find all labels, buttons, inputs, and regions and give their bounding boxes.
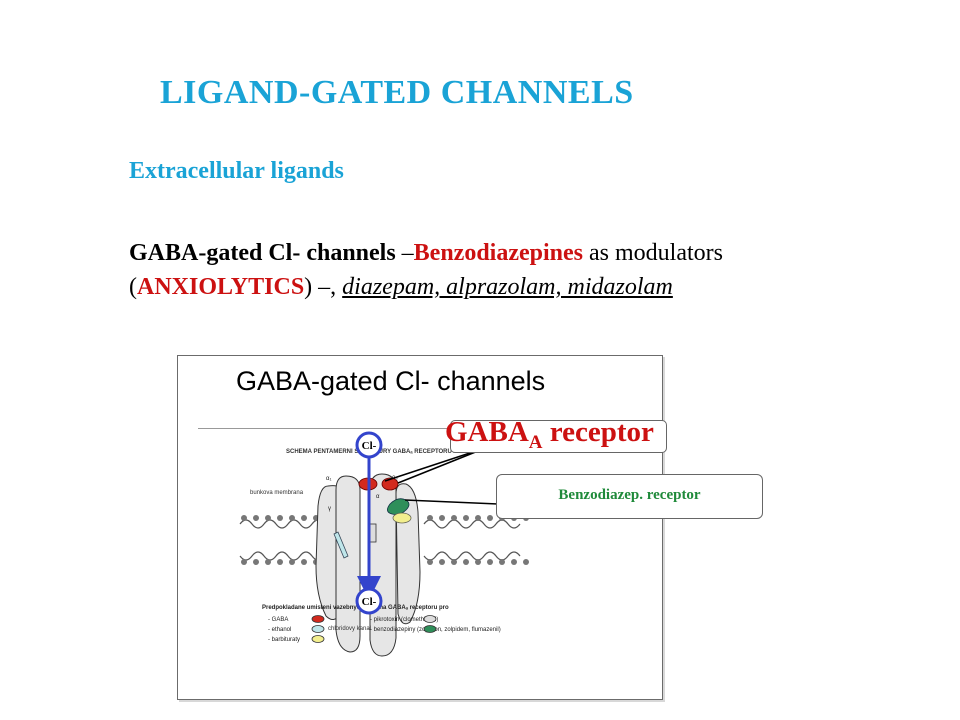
membrane-label: bunkova membrana (250, 490, 304, 496)
legend-title: Predpokladane umisteni vazebnych mist na… (262, 605, 449, 611)
receptor-diagram: SCHEMA PENTAMERNI STRUKTURY GABAₐ RECEPT… (239, 449, 530, 657)
drug-class: ANXIOLYTICS (137, 274, 305, 300)
dash-text: – (395, 240, 414, 266)
slide-subtitle: Extracellular ligands (129, 158, 344, 184)
legend-swatch-ethanol (311, 625, 325, 633)
gaba-site-right (381, 477, 399, 491)
slide-title: LIGAND-GATED CHANNELS (160, 74, 634, 111)
gaba-receptor-text: GABA (445, 416, 529, 448)
membrane-lipid-bilayer (239, 515, 529, 565)
figure-divider (198, 428, 638, 429)
subunit-label-alpha: α (376, 494, 380, 500)
picrotoxin-site (369, 523, 377, 543)
legend-item-ethanol: - ethanol (268, 627, 291, 633)
subunit-label-gamma: γ (328, 506, 331, 512)
drug-examples: diazepam, alprazolam, midazolam (342, 274, 673, 300)
gaba-receptor-suffix: receptor (542, 416, 654, 448)
legend-item-barbiturates: - barbituraty (268, 637, 300, 643)
gaba-receptor-subscript: A (528, 431, 543, 453)
legend-swatch-gaba (311, 615, 325, 623)
benzo-receptor-callout-box: Benzodiazep. receptor (496, 474, 763, 519)
ethanol-site (333, 531, 349, 559)
channel-name: GABA-gated Cl- channels (129, 240, 396, 266)
receptor-subunits (315, 473, 421, 657)
as-text: as modulators ( (129, 240, 723, 300)
gaba-receptor-callout-box (450, 420, 667, 453)
channel-label: chloridovy kanal (328, 626, 371, 632)
gaba-site-left (358, 477, 378, 491)
gaba-receptor-callout: GABAA receptor (445, 416, 654, 454)
figure-title: GABA-gated Cl- channels (236, 366, 546, 396)
legend-item-gaba: - GABA (268, 617, 288, 623)
legend-swatch-benzodiazepines (423, 625, 437, 633)
legend-swatch-barbiturates (311, 635, 325, 643)
close-text: ) –, (304, 274, 343, 300)
benzo-receptor-callout: Benzodiazep. receptor (558, 487, 701, 503)
benzo-site (387, 498, 410, 515)
subunit-label-alpha1: α₁ (326, 476, 332, 482)
barbiturate-site (392, 512, 412, 524)
legend-swatch-picrotoxin (423, 615, 437, 623)
legend-item-picrotoxin: - pikrotoxin (clomethiazol) (370, 617, 438, 623)
figure-frame: GABA-gated Cl- channels SCHEMA PENTAMERN… (177, 355, 663, 700)
modulator-drug: Benzodiazepines (413, 240, 584, 266)
body-paragraph: GABA-gated Cl- channels –Benzodiazepines… (129, 236, 889, 304)
